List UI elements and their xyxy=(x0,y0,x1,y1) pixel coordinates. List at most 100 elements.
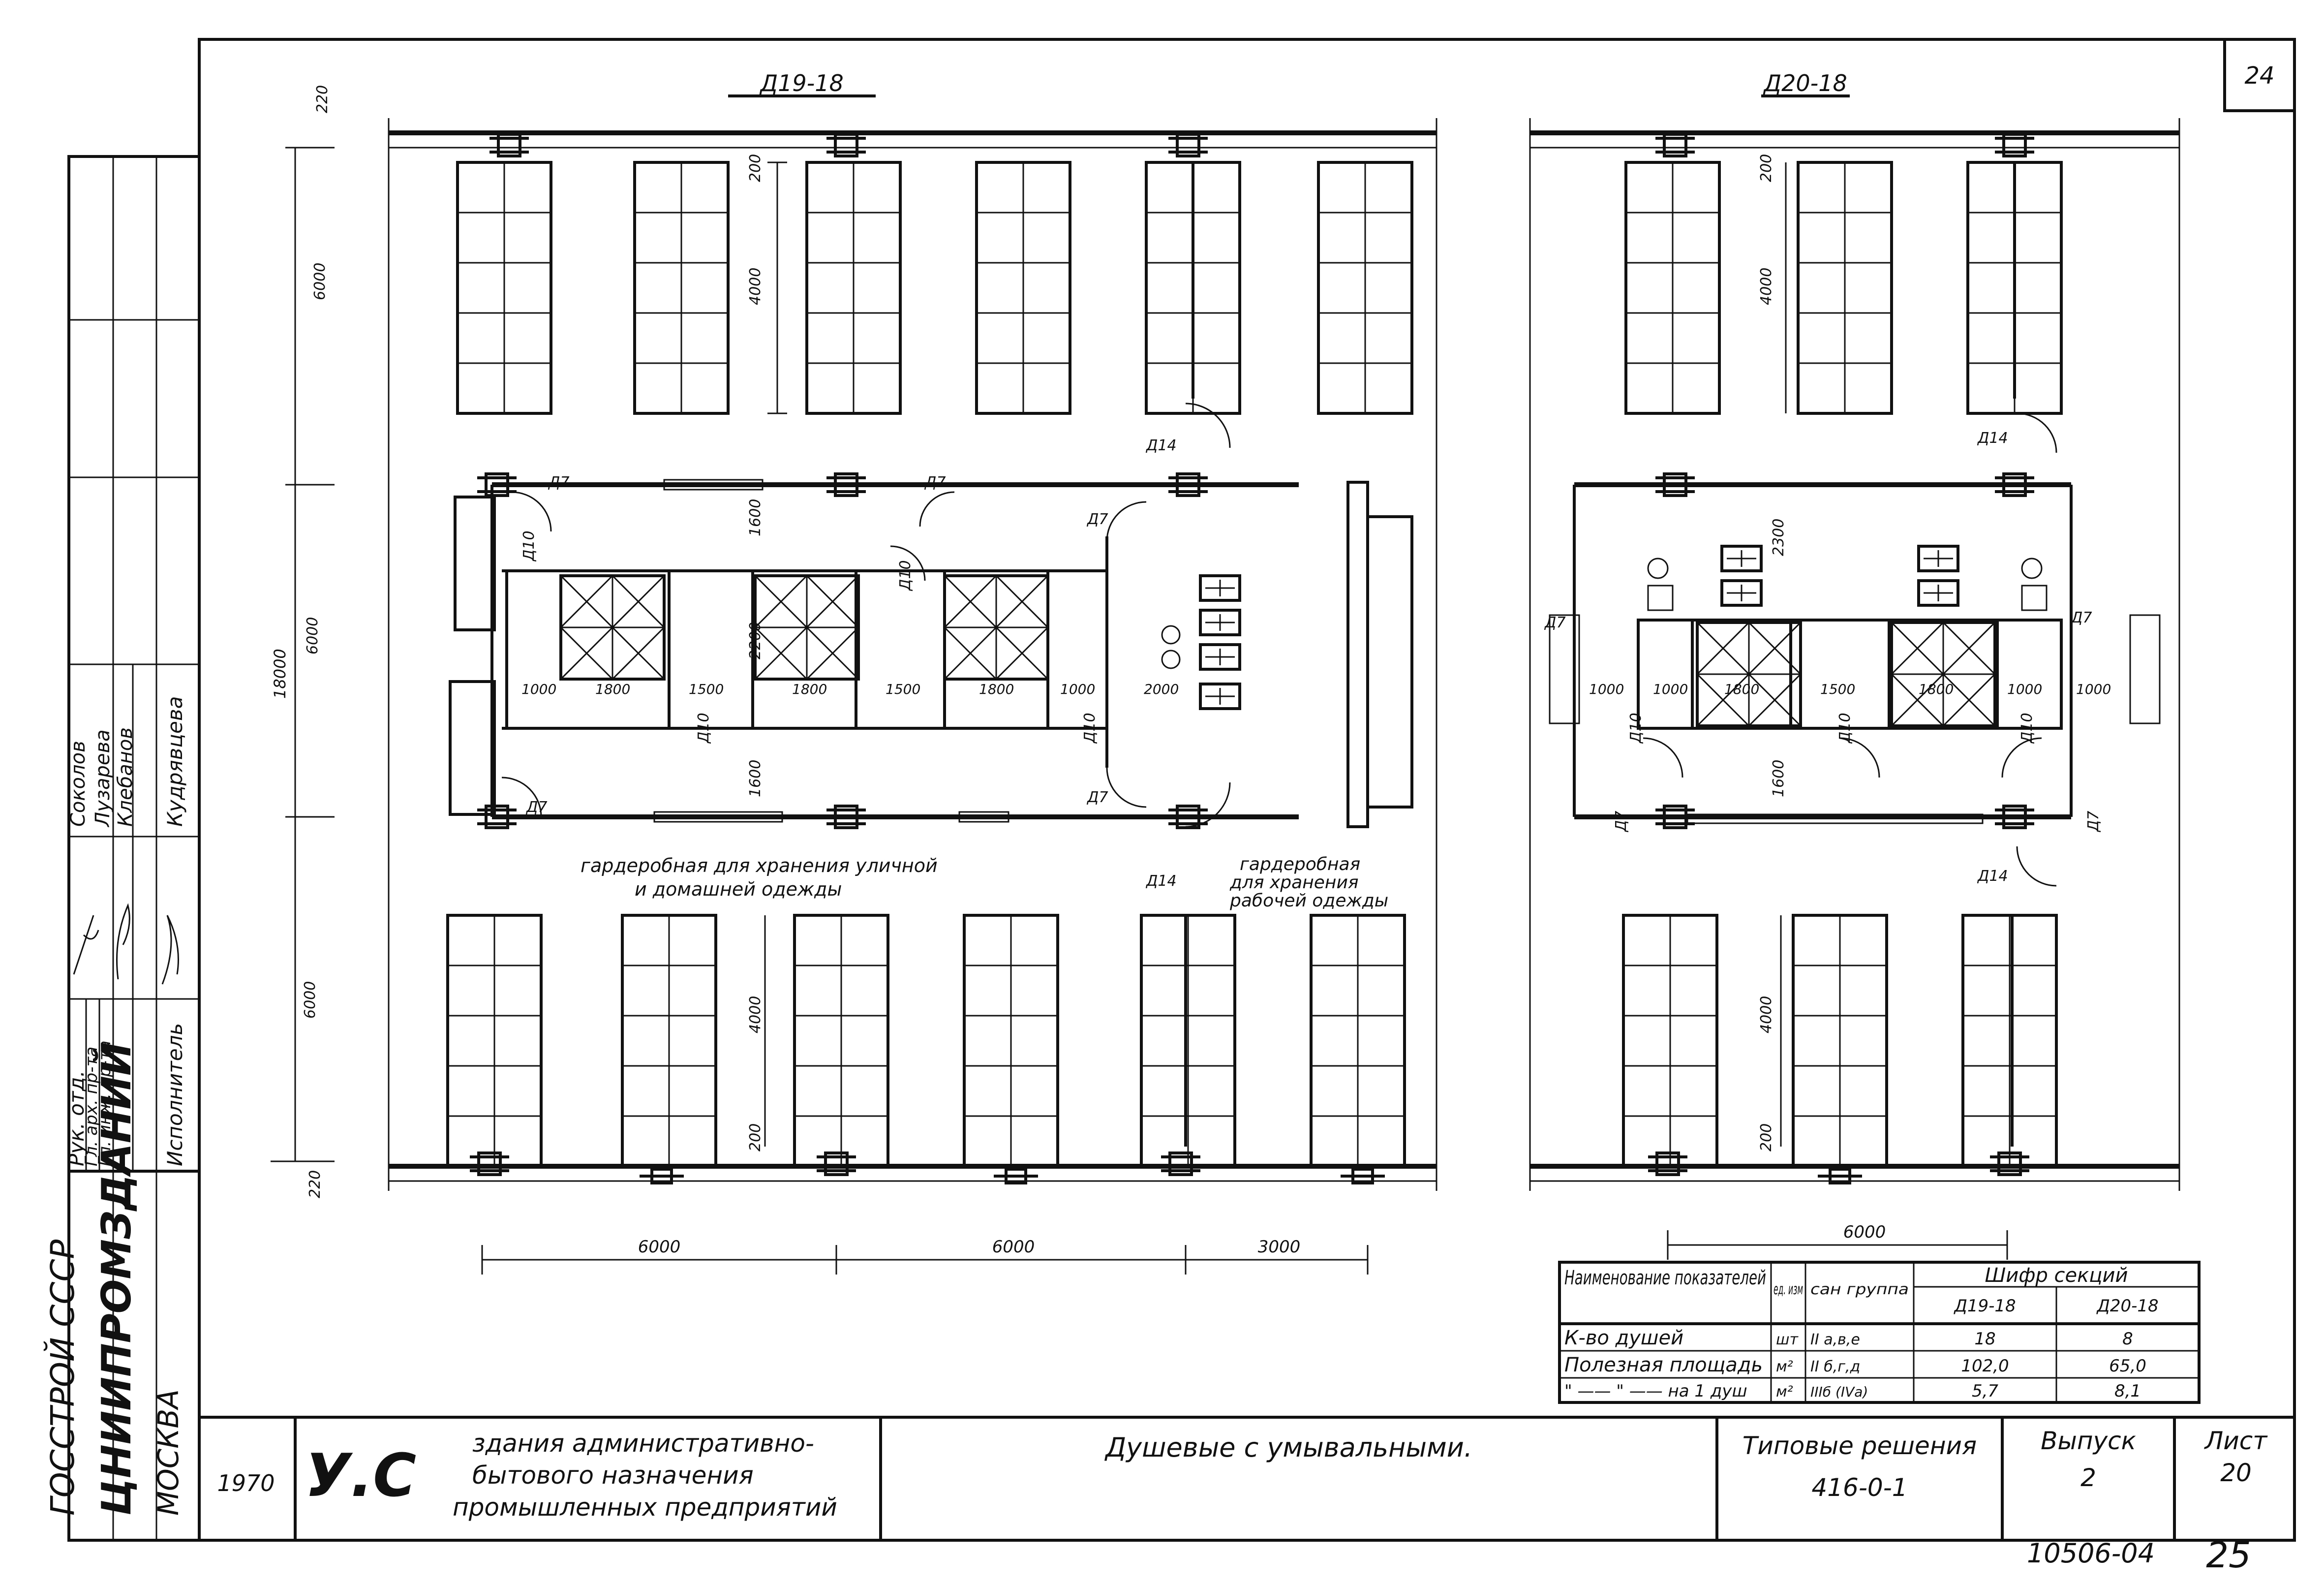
name-luzareva: Лузарева xyxy=(92,729,114,828)
plan2-row-1800b: 1800 xyxy=(1919,681,1954,697)
plan1-dim-bot-4000: 4000 xyxy=(747,996,764,1033)
plan2-row-1800a: 1800 xyxy=(1724,681,1759,697)
plan1-door-d7c: Д7 xyxy=(1086,511,1108,528)
plan2-row-1500: 1500 xyxy=(1820,681,1855,697)
plan1-dim-bot-220: 220 xyxy=(306,1170,324,1198)
plan2-row-1000b: 1000 xyxy=(1653,681,1688,697)
side-stamp xyxy=(67,155,201,1542)
signature-1 xyxy=(73,915,99,975)
plan1-door-d14b: Д14 xyxy=(1145,872,1177,890)
issue-number: 2 xyxy=(2080,1463,2096,1492)
table-row1-unit: шт xyxy=(1776,1331,1799,1348)
plan2-door-d10b: Д10 xyxy=(1836,713,1854,744)
table-header-cipher: Шифр секций xyxy=(1985,1264,2128,1287)
plan1-span-2: 6000 xyxy=(992,1237,1035,1257)
org-gosstroy: ГОССТРОЙ СССР xyxy=(43,1239,82,1516)
plan2-row-1000d: 1000 xyxy=(2076,681,2111,697)
name-kudryavtseva: Кудрявцева xyxy=(163,696,187,827)
plan1-row-1000b: 1000 xyxy=(1060,681,1095,697)
plan2-dim-1600: 1600 xyxy=(1770,760,1787,797)
plan1-dim-1600a: 1600 xyxy=(747,499,764,536)
plan1-door-d10c: Д10 xyxy=(695,713,712,744)
sheet-value: 20 xyxy=(2220,1459,2252,1487)
plan1-door-d7d: Д7 xyxy=(525,799,548,816)
inventory-number: 10506-04 xyxy=(2027,1538,2155,1569)
plan1-row-1500b: 1500 xyxy=(886,681,920,697)
plan1-row-2000: 2000 xyxy=(1144,681,1179,697)
desc-line-3: промышленных предприятий xyxy=(453,1493,837,1522)
signature-2 xyxy=(116,903,130,980)
table-row2-name: Полезная площадь xyxy=(1564,1354,1763,1376)
table-header-unit: ед. изм xyxy=(1774,1281,1803,1298)
plan1-title: Д19-18 xyxy=(759,70,844,96)
plan1-span-1: 6000 xyxy=(638,1237,681,1257)
plan1-dim-4000: 4000 xyxy=(747,268,764,305)
plan1-door-d7e: Д7 xyxy=(1086,789,1108,806)
plan2-dim-200: 200 xyxy=(1758,154,1775,182)
plan1-dim-6000-bot: 6000 xyxy=(302,981,319,1019)
table-row1-group: II а,в,е xyxy=(1810,1331,1860,1348)
issue-label: Выпуск xyxy=(2041,1427,2136,1455)
plan1-door-d7b: Д7 xyxy=(924,474,946,491)
caption-street-wardrobe-2: и домашней одежды xyxy=(635,878,842,900)
logo-us: У.С xyxy=(305,1442,416,1510)
org-tsniipromzdaniy: ЦНИИПРОМЗДАНИЙ xyxy=(93,1042,140,1516)
plan1-dim-2200: 2200 xyxy=(747,622,764,659)
table-row3-name: " —— " —— на 1 душ xyxy=(1564,1381,1747,1401)
caption-work-wardrobe-2: для хранения xyxy=(1229,872,1359,893)
indicator-table xyxy=(1558,1261,2201,1404)
table-row3-d19: 5,7 xyxy=(1972,1381,1998,1401)
caption-street-wardrobe: гардеробная для хранения уличной xyxy=(581,855,938,876)
plan1-door-d10a: Д10 xyxy=(520,530,538,562)
series-number: 416-0-1 xyxy=(1811,1473,1907,1502)
plan2-door-d7a: Д7 xyxy=(1544,614,1566,631)
table-row2-group: II б,г,д xyxy=(1810,1358,1860,1375)
year: 1970 xyxy=(217,1470,275,1496)
role-executor: Исполнитель xyxy=(163,1023,187,1166)
plan1-span-3: 3000 xyxy=(1258,1237,1301,1257)
plan-d19-18 xyxy=(271,94,1437,1275)
table-row3-unit: м² xyxy=(1776,1383,1793,1400)
plan2-door-d10a: Д10 xyxy=(1627,713,1645,744)
plan2-dim-bot-4000: 4000 xyxy=(1758,996,1775,1033)
caption-work-wardrobe: гардеробная xyxy=(1240,854,1360,874)
plan2-row-1000a: 1000 xyxy=(1589,681,1624,697)
table-row3-d20: 8,1 xyxy=(2114,1381,2141,1401)
plan1-door-d7a: Д7 xyxy=(548,474,570,491)
plan2-door-d14a: Д14 xyxy=(1977,430,2008,447)
plan2-door-d7c: Д7 xyxy=(1613,810,1630,833)
name-klebanov: Клебанов xyxy=(114,727,137,827)
plan1-dim-18000: 18000 xyxy=(271,649,289,699)
table-row3-group: IIIб (IVа) xyxy=(1810,1384,1868,1400)
table-row2-unit: м² xyxy=(1776,1358,1793,1375)
plan2-title: Д20-18 xyxy=(1763,70,1847,96)
plan2-row-1000c: 1000 xyxy=(2007,681,2042,697)
plan1-door-d10b: Д10 xyxy=(897,560,914,591)
plan1-row-1000a: 1000 xyxy=(521,681,556,697)
sheet-label: Лист xyxy=(2204,1427,2268,1455)
plan1-dim-220: 220 xyxy=(314,85,331,113)
table-header-name: Наименование показателей xyxy=(1564,1267,1766,1289)
org-moscow: МОСКВА xyxy=(152,1389,185,1516)
plan1-row-1800b: 1800 xyxy=(792,681,827,697)
plan1-row-1800c: 1800 xyxy=(979,681,1014,697)
table-row1-name: К-во душей xyxy=(1564,1327,1683,1349)
sheet-number: 24 xyxy=(2244,62,2274,90)
series-label: Типовые решения xyxy=(1743,1431,1977,1460)
plan1-dim-bot-200: 200 xyxy=(747,1123,764,1151)
title-block xyxy=(294,1417,2176,1540)
table-header-d19: Д19-18 xyxy=(1953,1296,2016,1316)
plan1-dim-200: 200 xyxy=(747,154,764,182)
table-row2-d19: 102,0 xyxy=(1961,1356,2009,1376)
name-sokolov: Соколов xyxy=(67,741,90,827)
role-head: Рук. отд. xyxy=(64,1070,89,1166)
plan2-dim-4000: 4000 xyxy=(1758,268,1775,305)
plan1-row-1800a: 1800 xyxy=(595,681,630,697)
caption-work-wardrobe-3: рабочей одежды xyxy=(1229,891,1388,911)
role-arch: Гл. арх. пр-та xyxy=(82,1047,101,1166)
plan1-dim-1600b: 1600 xyxy=(747,760,764,797)
plan1-row-1500a: 1500 xyxy=(689,681,724,697)
table-header-group: сан группа xyxy=(1810,1281,1909,1298)
plan1-door-d10d: Д10 xyxy=(1081,713,1099,744)
